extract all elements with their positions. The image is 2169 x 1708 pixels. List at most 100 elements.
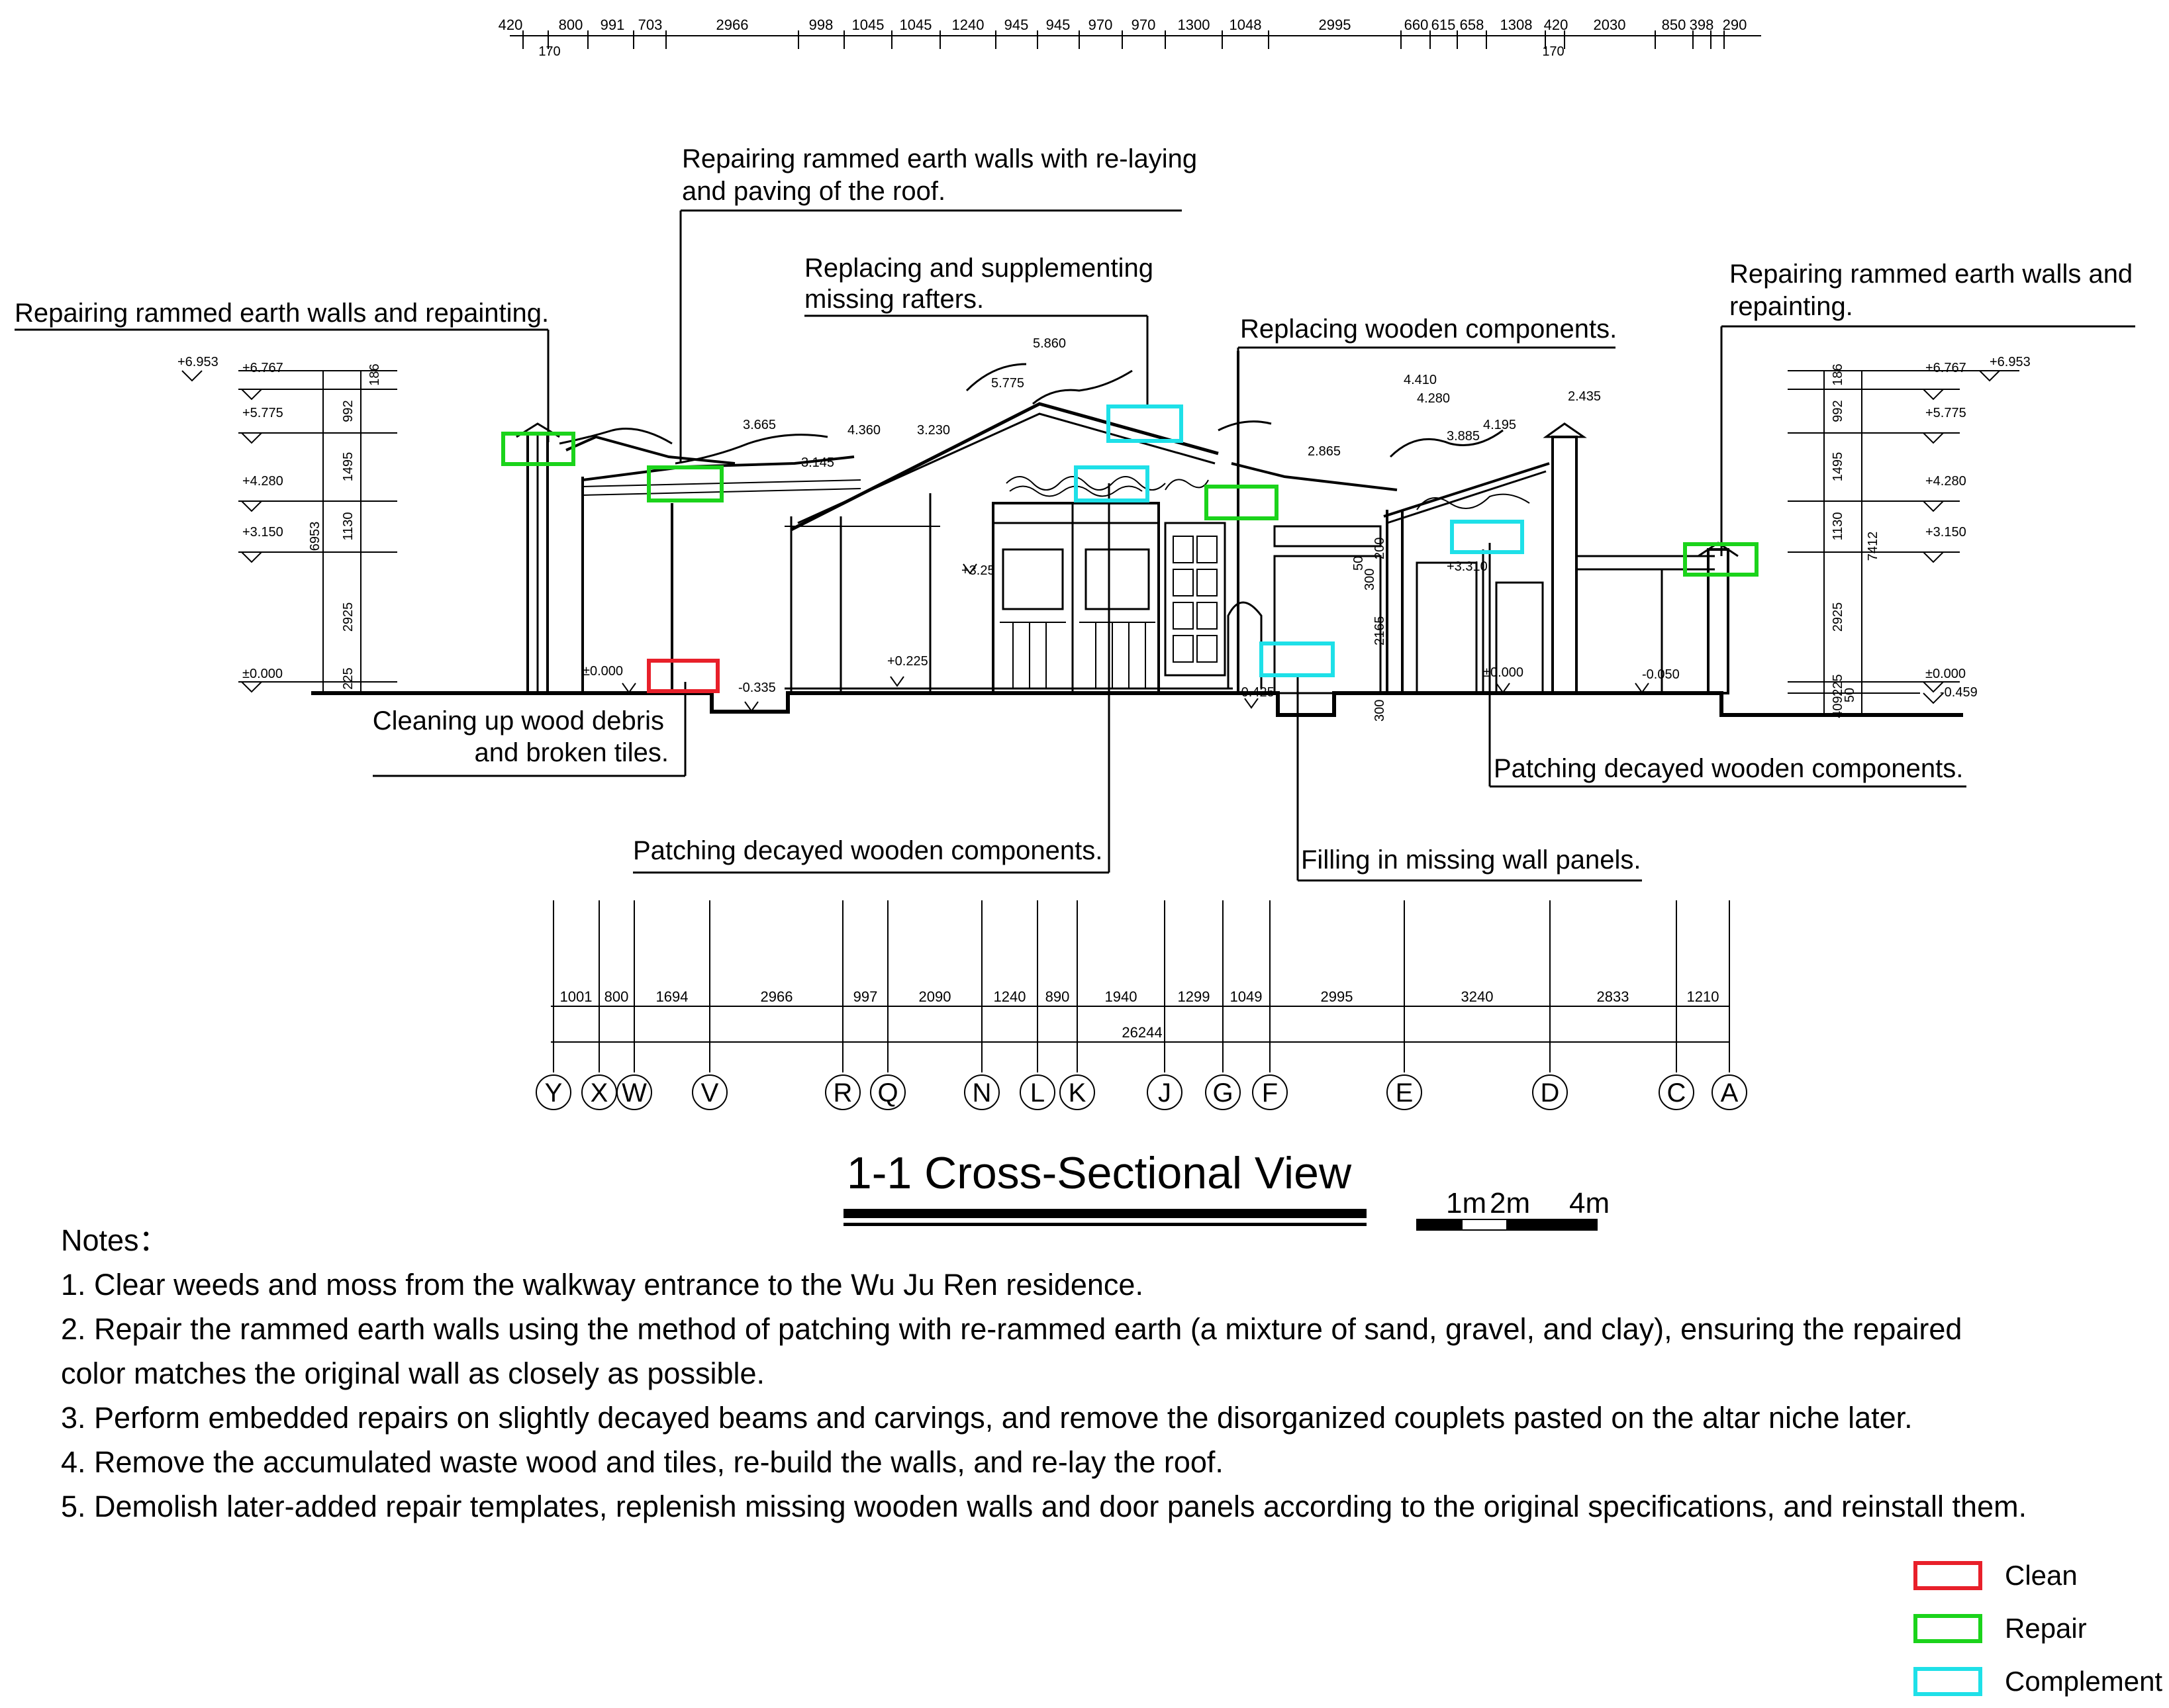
bottom-dim-label: 2090	[919, 988, 951, 1005]
elevation-seg: 992	[341, 400, 356, 422]
bottom-dim-label: 1210	[1687, 988, 1719, 1005]
top-dimension-chain	[510, 30, 1761, 49]
elevation-label: ±0.000	[242, 667, 283, 681]
repair-box	[647, 465, 724, 502]
axis-label: X	[591, 1078, 608, 1108]
top-dim-label: 398	[1690, 17, 1714, 33]
level-label: 3.885	[1447, 429, 1480, 444]
level-label: 300	[1363, 569, 1377, 591]
elevation-seg: 186	[1831, 363, 1845, 385]
level-label: +0.225	[887, 654, 928, 669]
annotation-wall-repaint-left: Repairing rammed earth walls and repaint…	[15, 299, 549, 328]
elevation-seg: 225	[341, 667, 356, 689]
bottom-dim-total: 26244	[1122, 1024, 1162, 1041]
bottom-dim-label: 2966	[761, 988, 793, 1005]
legend-swatch	[1913, 1561, 1982, 1590]
elevation-label: +6.767	[1925, 361, 1966, 375]
repair-box	[1683, 542, 1759, 577]
elevation-seg: 225	[1831, 674, 1845, 696]
elevation-seg: 186	[367, 363, 382, 385]
top-dim-label: 1300	[1178, 17, 1210, 33]
top-sub-dim-label: 170	[1542, 44, 1564, 59]
elevation-seg: 1495	[341, 452, 356, 482]
axis-label: V	[701, 1078, 719, 1108]
bottom-dim-label: 1940	[1105, 988, 1137, 1005]
building-section	[311, 351, 1963, 717]
title-underline	[844, 1209, 1367, 1226]
elevation-seg: 409	[1831, 696, 1845, 718]
bottom-dim-label: 890	[1045, 988, 1070, 1005]
legend-item-complement: Complement	[1913, 1655, 2165, 1708]
elevation-seg: 1130	[1831, 512, 1845, 540]
top-dim-label: 998	[809, 17, 834, 33]
floor-markers	[622, 563, 1649, 712]
elevation-total: 6953	[308, 522, 322, 551]
section-level-labels: 5.860 5.775 3.665 4.360 3.230 3.145 +3.2…	[583, 336, 1680, 722]
bottom-dim-label: 1240	[994, 988, 1026, 1005]
bottom-dim-label: 800	[604, 988, 629, 1005]
annotation-clean-debris: Cleaning up wood debris	[373, 706, 664, 735]
complement-box	[1106, 404, 1183, 443]
top-dim-label: 660	[1404, 17, 1429, 33]
scale-bar: 1m 2m 4m	[1416, 1187, 1610, 1231]
elevation-label: +3.150	[1925, 525, 1966, 540]
top-dim-label: 615	[1431, 17, 1456, 33]
annotation-replace-rafters: missing rafters.	[804, 285, 984, 314]
bottom-dim-label: 997	[853, 988, 878, 1005]
annotation-replace-rafters: Replacing and supplementing	[804, 254, 1153, 283]
legend: Clean Repair Complement	[1913, 1549, 2165, 1708]
level-label: -0.335	[738, 681, 776, 695]
top-dim-label: 658	[1460, 17, 1484, 33]
note-line: 4. Remove the accumulated waste wood and…	[61, 1445, 1224, 1479]
annotation-fill-panels: Filling in missing wall panels.	[1301, 845, 1641, 875]
elevation-seg: 992	[1831, 400, 1845, 422]
elevation-seg: 50	[1843, 688, 1857, 702]
axis-label: E	[1396, 1078, 1414, 1108]
notes-title: Notes：	[61, 1223, 169, 1257]
elevation-label: +4.280	[1925, 474, 1966, 489]
elevation-seg: 2925	[1831, 602, 1845, 632]
level-label: 4.280	[1417, 391, 1450, 406]
elevation-label: +3.150	[242, 525, 283, 540]
level-label: 2.865	[1308, 444, 1341, 459]
repair-box	[1204, 485, 1278, 520]
elevation-label: +5.775	[242, 406, 283, 420]
top-dim-label: 290	[1723, 17, 1747, 33]
top-dim-label: 800	[559, 17, 583, 33]
level-label: 5.775	[991, 376, 1024, 391]
bottom-dim-label: 2833	[1597, 988, 1629, 1005]
top-dim-label: 420	[1544, 17, 1568, 33]
annotation-wall-repaint-right: repainting.	[1729, 292, 1853, 321]
notes-block: Notes： 1. Clear weeds and moss from the …	[61, 1218, 2113, 1529]
elevation-seg: 2925	[341, 602, 356, 632]
top-dim-label: 2030	[1594, 17, 1626, 33]
bottom-dim-label: 1001	[560, 988, 593, 1005]
annotation-wall-repaint-right: Repairing rammed earth walls and	[1729, 260, 2133, 289]
axis-label: G	[1212, 1078, 1233, 1108]
annotation-patch-mid: Patching decayed wooden components.	[633, 836, 1102, 865]
scale-label: 2m	[1490, 1187, 1530, 1219]
bottom-dim-label: 1694	[656, 988, 689, 1005]
legend-label: Complement	[2005, 1666, 2163, 1697]
level-label: +3.310	[1447, 559, 1488, 574]
axis-label: D	[1541, 1078, 1560, 1108]
level-label: 2165	[1373, 616, 1387, 646]
level-label: 3.665	[743, 418, 776, 432]
scale-label: 4m	[1569, 1187, 1610, 1219]
level-label: 3.230	[917, 423, 950, 438]
elevation-label: ±0.000	[1925, 667, 1966, 681]
left-elevation-labels: +6.953 +6.767 +5.775 +4.280 +3.150 ±0.00…	[177, 355, 382, 690]
legend-swatch	[1913, 1614, 1982, 1643]
note-line: 3. Perform embedded repairs on slightly …	[61, 1401, 1913, 1435]
top-dimension-labels: 420 800 991 703 2966 998 1045 1045 1240 …	[499, 17, 1747, 59]
axis-label: Q	[877, 1078, 898, 1108]
annotation-wall-relay-roof: and paving of the roof.	[682, 177, 945, 206]
top-dim-label: 850	[1662, 17, 1686, 33]
complement-box	[1450, 520, 1524, 554]
axis-label: J	[1158, 1078, 1171, 1108]
annotation-leaders	[15, 209, 2135, 882]
annotation-replace-wood: Replacing wooden components.	[1240, 314, 1617, 344]
level-label: 4.410	[1404, 373, 1437, 387]
bottom-dim-label: 2995	[1321, 988, 1353, 1005]
